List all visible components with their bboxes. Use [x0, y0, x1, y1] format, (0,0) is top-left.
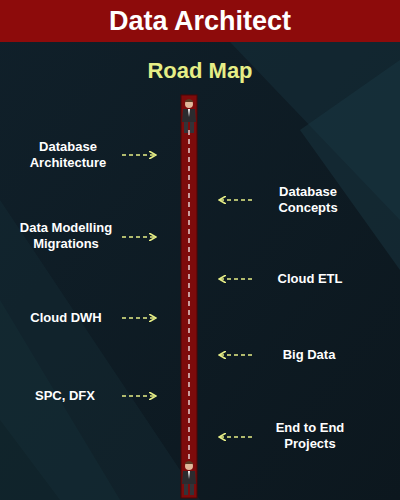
diagram-title: Data Architect [0, 0, 400, 42]
roadmap-step: End to End Projects [260, 420, 360, 452]
bg-shape [0, 200, 200, 500]
pointer-arrow [122, 236, 155, 238]
roadmap-step: Database Concepts [258, 184, 358, 216]
pointer-arrow [220, 354, 252, 356]
pointer-arrow [122, 395, 155, 397]
header-band [0, 0, 400, 42]
bg-shape [300, 60, 400, 270]
roadmap-step: Cloud ETL [260, 271, 360, 287]
roadmap-step: Data Modelling Migrations [10, 220, 122, 252]
roadmap-step: Big Data [259, 347, 359, 363]
pointer-arrow [122, 317, 155, 319]
road [181, 95, 197, 498]
roadmap-step: SPC, DFX [10, 388, 120, 404]
pointer-arrow [220, 199, 252, 201]
pointer-arrow [220, 436, 252, 438]
subtitle: Road Map [100, 58, 300, 84]
person-figure [182, 461, 196, 495]
roadmap-step: Database Architecture [13, 139, 123, 171]
person-figure [182, 99, 196, 133]
pointer-arrow [122, 154, 155, 156]
road-centre-line [188, 130, 189, 465]
pointer-arrow [220, 278, 252, 280]
roadmap-step: Cloud DWH [11, 310, 121, 326]
